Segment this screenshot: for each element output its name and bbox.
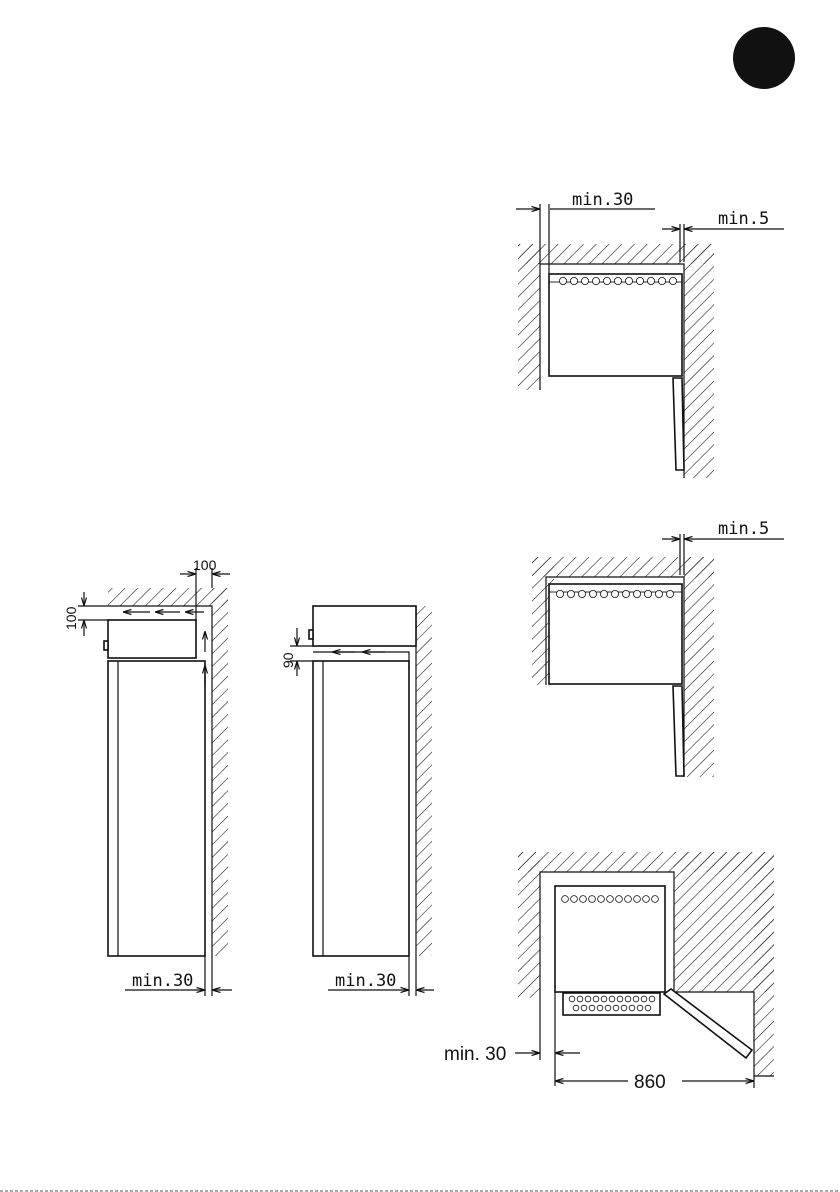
ventilation-holes: [559, 277, 676, 284]
top-view-flush: min.5: [532, 519, 784, 777]
dim-100-left-label: 100: [63, 606, 79, 630]
dim-min30-label: min.30: [132, 971, 193, 991]
door-panel: [664, 989, 752, 1058]
side-view-rear-gap: 100 100 min.30: [63, 557, 232, 996]
appliance-body: [549, 274, 682, 376]
ventilation-holes: [562, 896, 659, 903]
dim-100-top-label: 100: [193, 557, 217, 573]
dim-min30-label: min.30: [335, 971, 396, 991]
top-view-with-side-gap: min.30 min.5: [516, 190, 784, 478]
section-marker-dot: [733, 27, 795, 89]
compressor-unit: [108, 620, 196, 658]
compressor-unit: [313, 606, 416, 646]
dim-90-label: 90: [280, 652, 296, 668]
door-swing-top-view: min. 30 860: [444, 852, 774, 1093]
cabinet-body: [108, 661, 205, 956]
dim-860-label: 860: [634, 1072, 666, 1093]
dim-min5-label: min.5: [718, 209, 769, 229]
appliance-body: [549, 584, 682, 684]
ventilation-holes: [556, 590, 673, 597]
cabinet-body: [313, 661, 409, 956]
door-panel: [673, 686, 684, 776]
side-view-top-gap: 90 min.30: [280, 606, 434, 996]
dim-min30-label: min. 30: [444, 1044, 506, 1065]
dim-min30-label: min.30: [572, 190, 633, 210]
dim-min5-label: min.5: [718, 519, 769, 539]
door-panel: [673, 378, 684, 470]
